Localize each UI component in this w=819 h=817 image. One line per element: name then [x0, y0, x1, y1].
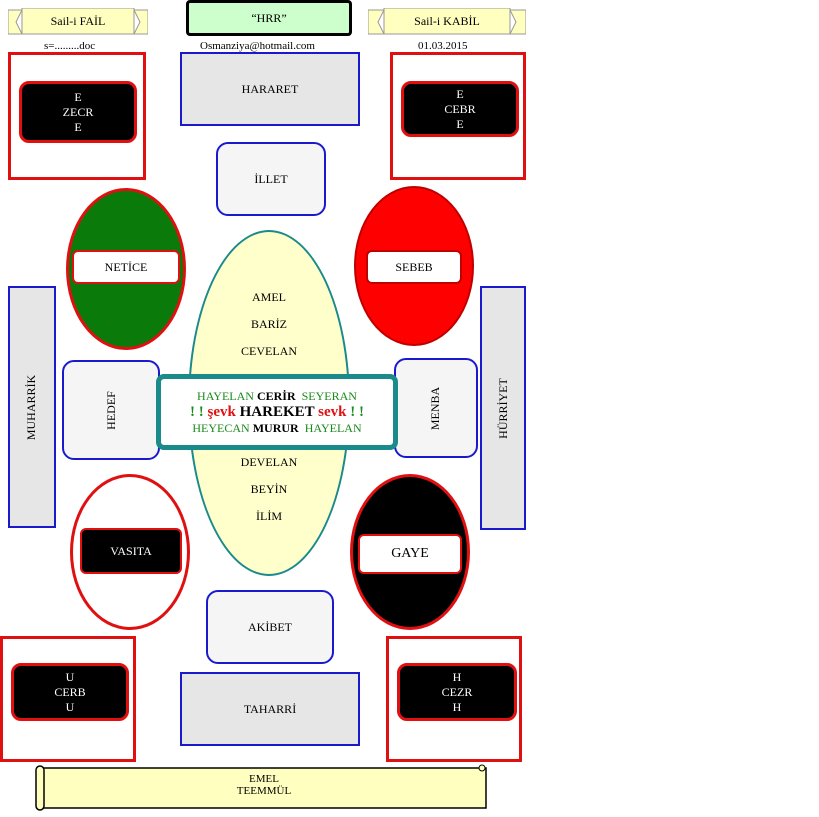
- word-heyecan: HEYECAN: [192, 420, 250, 435]
- bottom-right-frame: H CEZR H: [386, 636, 522, 762]
- hurriyet-label: HÜRRİYET: [495, 377, 510, 439]
- left-subtitle: s=.........doc: [44, 40, 96, 52]
- illet-box: İLLET: [216, 142, 326, 216]
- zecr-line-2: ZECR: [62, 104, 94, 119]
- exclaim-left: ! !: [190, 403, 204, 420]
- right-ribbon: [368, 8, 526, 35]
- cezr-box: H CEZR H: [397, 663, 517, 721]
- left-banner-label: Sail-i FAİL: [50, 13, 106, 28]
- menba-box: MENBA: [394, 358, 478, 458]
- menba-label: MENBA: [428, 386, 443, 430]
- exclaim-right: ! !: [350, 403, 364, 420]
- cebr-line-3: E: [456, 116, 464, 131]
- title-box: “HRR”: [186, 0, 352, 36]
- taharri-label: TAHARRİ: [243, 701, 297, 716]
- cezr-line-2: CEZR: [441, 684, 473, 699]
- word-develan: DEVELAN: [240, 455, 298, 469]
- ellipse-top-words: AMEL BARİZ CEVELAN: [188, 284, 350, 365]
- sebeb-label: SEBEB: [395, 259, 433, 274]
- word-murur: MURUR: [252, 420, 299, 435]
- hararet-box: HARARET: [180, 52, 360, 126]
- vasita-label: VASITA: [110, 543, 152, 558]
- muharrik-label: MUHARRİK: [24, 374, 39, 440]
- bottom-scroll: [35, 764, 487, 811]
- zecr-line-3: E: [74, 119, 82, 134]
- title-text: “HRR”: [251, 10, 287, 25]
- netice-label: NETİCE: [104, 259, 148, 274]
- word-seyeran: SEYERAN: [301, 388, 357, 403]
- zecr-box: E ZECR E: [19, 81, 137, 143]
- hareket-box: HAYELAN CERİR SEYERAN ! ! şevk HAREKET s…: [156, 374, 398, 450]
- bottom-left-frame: U CERB U: [0, 636, 136, 762]
- word-cevelan: CEVELAN: [241, 344, 297, 358]
- ellipse-bottom-words: DEVELAN BEYİN İLİM: [188, 449, 350, 530]
- center-line-2: ! ! şevk HAREKET sevk ! !: [190, 404, 364, 421]
- cerb-box: U CERB U: [11, 663, 129, 721]
- sebeb-label-box: SEBEB: [366, 250, 462, 284]
- word-bariz: BARİZ: [251, 317, 287, 331]
- word-cerir: CERİR: [256, 388, 296, 403]
- cezr-line-3: H: [452, 699, 462, 714]
- cebr-line-1: E: [456, 86, 464, 101]
- center-line-3: HEYECAN MURUR HAYELAN: [192, 421, 361, 436]
- vasita-label-box: VASITA: [80, 528, 182, 574]
- zecr-line-1: E: [74, 89, 82, 104]
- word-ilim: İLİM: [256, 509, 282, 523]
- muharrik-box: MUHARRİK: [8, 286, 56, 528]
- hararet-label: HARARET: [241, 81, 299, 96]
- center-line-1: HAYELAN CERİR SEYERAN: [197, 389, 357, 404]
- word-sevk-2: sevk: [318, 403, 347, 420]
- gaye-label: GAYE: [391, 546, 429, 561]
- right-banner-label: Sail-i KABİL: [414, 13, 480, 28]
- top-left-frame: E ZECR E: [8, 52, 146, 180]
- hurriyet-box: HÜRRİYET: [480, 286, 526, 530]
- word-hayelan-1: HAYELAN: [197, 388, 254, 403]
- email-text: Osmanziya@hotmail.com: [200, 40, 315, 52]
- cerb-line-3: U: [65, 699, 75, 714]
- scroll-line-1: EMEL: [249, 773, 279, 785]
- illet-label: İLLET: [254, 171, 288, 186]
- word-sevk-1: şevk: [207, 403, 236, 420]
- gaye-label-box: GAYE: [358, 534, 462, 574]
- akibet-label: AKİBET: [248, 619, 292, 634]
- hedef-box: HEDEF: [62, 360, 160, 460]
- scroll-text: EMEL TEEMMÜL: [44, 770, 484, 800]
- cebr-line-2: CEBR: [444, 101, 476, 116]
- date-text: 01.03.2015: [418, 40, 468, 52]
- cerb-line-2: CERB: [54, 684, 86, 699]
- scroll-line-2: TEEMMÜL: [236, 785, 292, 797]
- word-beyin: BEYİN: [250, 482, 288, 496]
- cebr-box: E CEBR E: [401, 81, 519, 137]
- hedef-label: HEDEF: [103, 390, 118, 430]
- netice-label-box: NETİCE: [72, 250, 180, 284]
- cezr-line-1: H: [452, 669, 462, 684]
- word-hayelan-2: HAYELAN: [304, 420, 362, 435]
- top-right-frame: E CEBR E: [390, 52, 526, 180]
- left-ribbon: [8, 8, 148, 35]
- word-hareket: HAREKET: [239, 403, 315, 420]
- word-amel: AMEL: [252, 290, 286, 304]
- cerb-line-1: U: [65, 669, 75, 684]
- akibet-box: AKİBET: [206, 590, 334, 664]
- taharri-box: TAHARRİ: [180, 672, 360, 746]
